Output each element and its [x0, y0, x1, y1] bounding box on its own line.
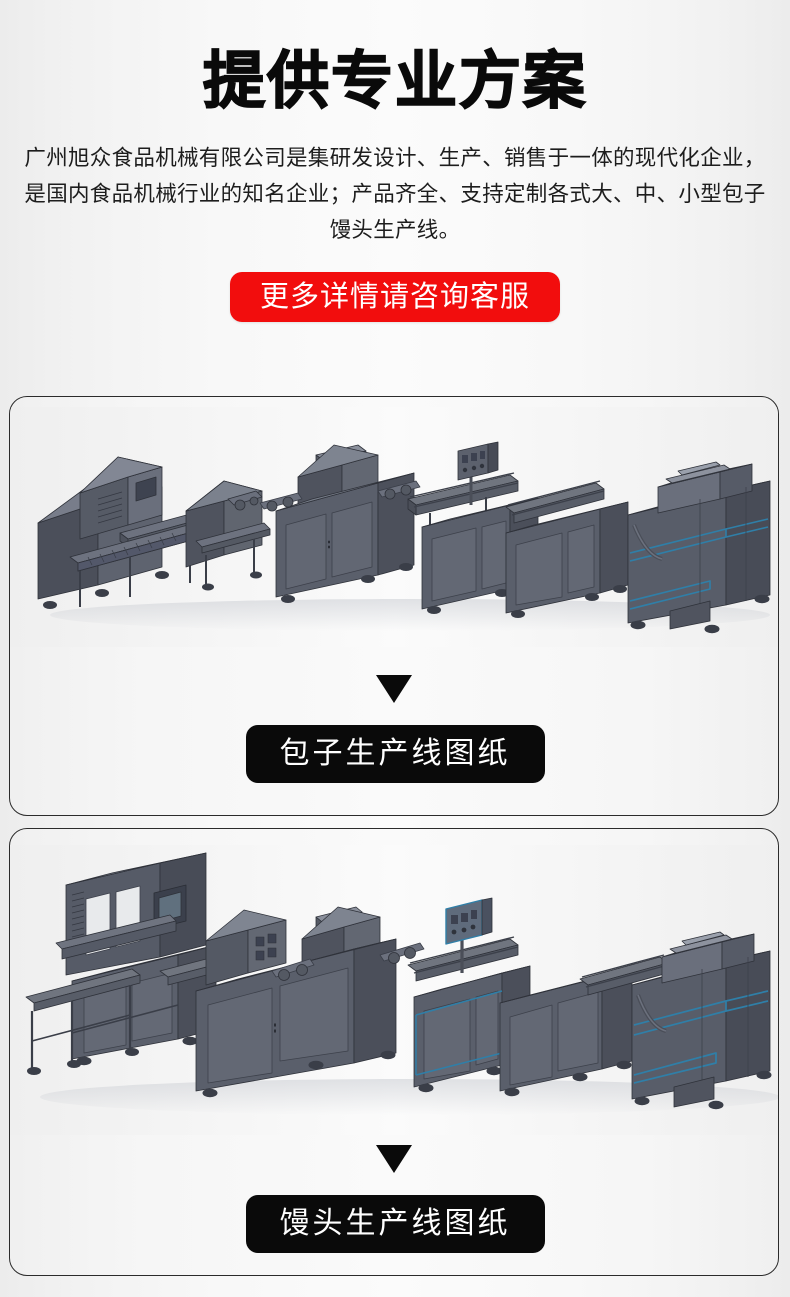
- baozi-diagram-card: 包子生产线图纸: [9, 396, 779, 816]
- contact-support-button[interactable]: 更多详情请咨询客服: [229, 272, 560, 322]
- baozi-production-line-diagram: [10, 407, 778, 647]
- mantou-caption-container: 馒头生产线图纸: [10, 1195, 778, 1253]
- page-title: 提供专业方案: [202, 43, 587, 118]
- triangle-down-icon: [376, 675, 412, 703]
- mantou-diagram-card: 馒头生产线图纸: [9, 828, 779, 1276]
- baozi-caption-label[interactable]: 包子生产线图纸: [245, 725, 545, 783]
- company-intro-text: 广州旭众食品机械有限公司是集研发设计、生产、销售于一体的现代化企业，是国内食品机…: [24, 146, 766, 242]
- mantou-caption-label[interactable]: 馒头生产线图纸: [245, 1195, 545, 1253]
- triangle-down-icon: [376, 1145, 412, 1173]
- cta-container: 更多详情请咨询客服: [0, 272, 790, 322]
- baozi-caption-container: 包子生产线图纸: [10, 725, 778, 783]
- mantou-production-line-diagram: [10, 845, 778, 1135]
